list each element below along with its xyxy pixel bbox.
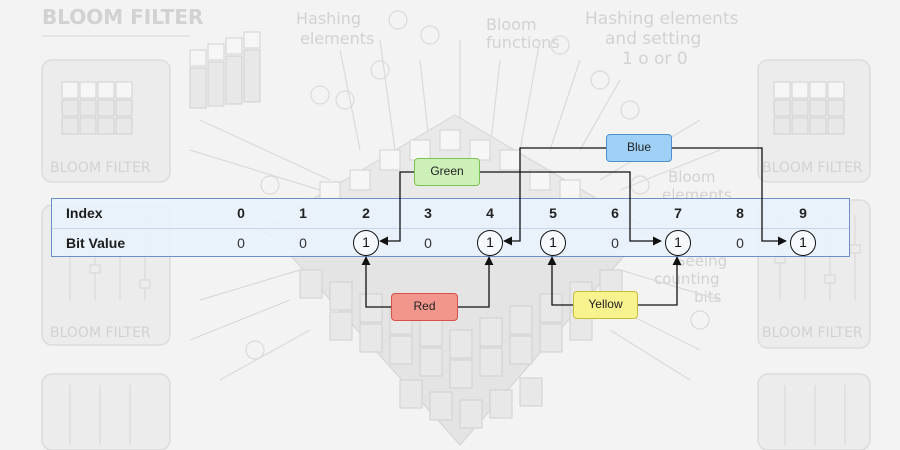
- bg-setting-line3: 1 o or 0: [622, 49, 688, 69]
- bg-panel-label-1: BLOOM FILTER: [50, 160, 151, 176]
- bg-panel-left-bottom: [41, 373, 171, 450]
- bit-cell-7-set: 1: [665, 230, 691, 256]
- bit-cell-0: 0: [237, 235, 245, 251]
- bg-panel-label-4: BLOOM FILTER: [762, 325, 863, 341]
- bit-cell-8: 0: [736, 235, 744, 251]
- index-cell-5: 5: [549, 205, 557, 221]
- bg-cube-tower: [189, 31, 261, 109]
- bg-counting-line3: bits: [694, 288, 722, 306]
- bg-panel-label-2: BLOOM FILTER: [50, 325, 151, 341]
- bg-mini-cubes-right: [773, 81, 845, 135]
- bg-elements-line1: Bloom: [668, 168, 715, 186]
- bit-value-row-label: Bit Value: [66, 235, 126, 251]
- bit-cell-1: 0: [299, 235, 307, 251]
- index-cell-3: 3: [424, 205, 432, 221]
- index-row: Index 0 1 2 3 4 5 6 7 8 9: [52, 199, 849, 228]
- index-cell-8: 8: [736, 205, 744, 221]
- index-cell-4: 4: [486, 205, 494, 221]
- index-row-label: Index: [66, 205, 103, 221]
- bg-title: BLOOM FILTER: [42, 5, 203, 29]
- index-cell-7: 7: [674, 205, 682, 221]
- green-element-label: Green: [414, 158, 480, 186]
- bg-bloom-line2: functions: [486, 33, 560, 52]
- bg-setting-line1: Hashing elements: [585, 9, 739, 29]
- bit-cell-9-set: 1: [790, 230, 816, 256]
- bit-cell-3: 0: [424, 235, 432, 251]
- bg-bloom-line1: Bloom: [486, 15, 537, 34]
- bit-value-row: Bit Value 0 0 1 0 1 1 0 1 0 1: [52, 228, 849, 258]
- bg-hashing-line2: elements: [300, 29, 374, 48]
- bit-cell-4-set: 1: [477, 230, 503, 256]
- bit-array-table: Index 0 1 2 3 4 5 6 7 8 9 Bit Value 0 0 …: [51, 198, 850, 257]
- index-cell-9: 9: [799, 205, 807, 221]
- index-cell-0: 0: [237, 205, 245, 221]
- blue-element-label: Blue: [606, 134, 672, 162]
- bg-counting-line2: counting: [654, 270, 720, 288]
- bit-cell-2-set: 1: [353, 230, 379, 256]
- bg-mini-cubes-left: [61, 81, 133, 135]
- bit-cell-5-set: 1: [540, 230, 566, 256]
- bg-panel-right-bottom: [757, 373, 871, 450]
- bg-setting-line2: and setting: [605, 29, 701, 49]
- index-cell-1: 1: [299, 205, 307, 221]
- yellow-element-label: Yellow: [573, 291, 638, 319]
- bit-cell-6: 0: [611, 235, 619, 251]
- index-cell-6: 6: [611, 205, 619, 221]
- bg-panel-label-3: BLOOM FILTER: [762, 160, 863, 176]
- index-cell-2: 2: [362, 205, 370, 221]
- bg-hashing-line1: Hashing: [296, 9, 361, 28]
- red-element-label: Red: [391, 293, 458, 321]
